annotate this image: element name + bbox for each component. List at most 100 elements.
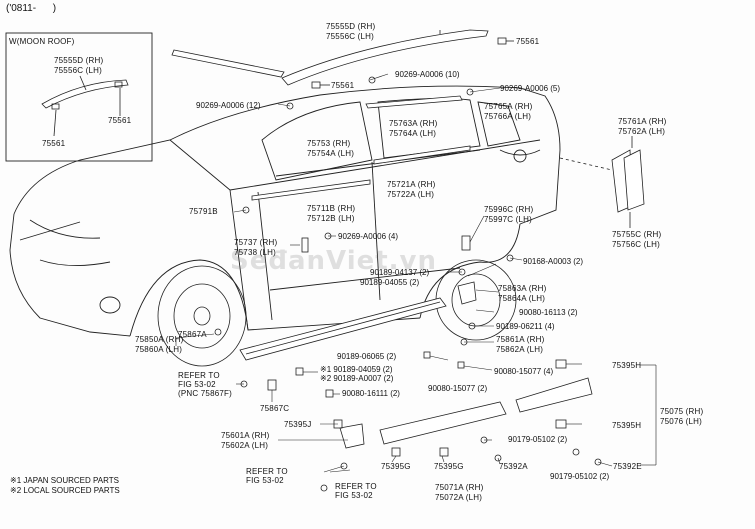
label-75072a: 75072A (LH) [435,493,483,502]
car-body [9,85,561,337]
label-90269-10: 90269-A0006 (10) [395,70,460,79]
screw [594,458,602,466]
rocker-edge [245,301,441,355]
roof-molding [281,29,489,86]
inset-clip-b [51,103,60,110]
label-75867a: 75867A [178,330,207,339]
leader [559,157,613,171]
clip-75395g-a [391,447,401,457]
label-75762a: 75762A (LH) [618,127,666,136]
label-90189-04137: 90189-04137 (2) [370,268,430,277]
header-code: ('0811- ) [6,3,57,14]
mudguard-75601a [339,423,365,449]
clip [423,351,431,359]
clip-75395h [555,359,567,369]
inset-label-75561a: 75561 [108,116,132,125]
label-75763a: 75763A (RH) [389,119,438,128]
leader [53,109,57,137]
rocker-panel-75075 [515,377,593,413]
footnote-japan: ※1 JAPAN SOURCED PARTS [10,476,119,485]
label-75395h-bot: 75395H [612,421,642,430]
screw [494,454,502,462]
label-75392a: 75392A [499,462,528,471]
refer1-line1: REFER TO [178,371,220,380]
label-75997c: 75997C (LH) [484,215,533,224]
leader-lines [175,73,657,473]
label-90269-5: 90269-A0006 (5) [500,84,561,93]
label-note1-90189-04059: ※1 90189-04059 (2) [320,365,393,374]
label-75862a: 75862A (LH) [496,345,544,354]
inset-label-75561b: 75561 [42,139,66,148]
clip-90269-12 [286,102,294,110]
inset-label-75556c: 75556C (LH) [54,66,103,75]
label-75761a: 75761A (RH) [618,117,667,126]
clip-75561-top [497,37,507,45]
label-note2-90189-a0007: ※2 90189-A0007 (2) [320,374,394,383]
label-75602a: 75602A (LH) [221,441,269,450]
roof-rail-front [171,49,285,78]
clip-75395g-b [439,447,449,457]
label-75071a: 75071A (RH) [435,483,484,492]
rocker-molding [239,297,447,361]
label-75712b: 75712B (LH) [307,214,355,223]
label-75753: 75753 (RH) [307,139,351,148]
label-75721a: 75721A (RH) [387,180,436,189]
label-75556c: 75556C (LH) [326,32,375,41]
refer3-line1: REFER TO [335,482,377,491]
label-75756c: 75756C (LH) [612,240,661,249]
label-75395j: 75395J [284,420,312,429]
clip-75867c [267,379,277,391]
inset-label-75555d: 75555D (RH) [54,56,104,65]
label-75996c: 75996C (RH) [484,205,534,214]
belt-molding-front [251,179,371,201]
screw [572,448,580,456]
inset-clip-a [114,81,123,88]
label-75860a: 75860A (LH) [135,345,183,354]
leader [79,75,87,91]
label-90179-05102b: 90179-05102 (2) [550,472,610,481]
label-75861a: 75861A (RH) [496,335,545,344]
label-75867c: 75867C [260,404,290,413]
label-90189-06211: 90189-06211 (4) [496,322,555,331]
label-75555d: 75555D (RH) [326,22,376,31]
label-75738: 75738 (LH) [234,248,277,257]
label-90189-06065: 90189-06065 (2) [337,352,397,361]
label-75764a: 75764A (LH) [389,129,437,138]
refer2-line1: REFER TO [246,467,288,476]
label-75864a: 75864A (LH) [498,294,546,303]
label-75737: 75737 (RH) [234,238,278,247]
label-75754a: 75754A (LH) [307,149,355,158]
label-90179-05102a: 90179-05102 (2) [508,435,568,444]
clip-75791b [242,206,250,214]
clip [295,367,304,376]
pillar-garnish-b [623,149,645,211]
label-90269-4: 90269-A0006 (4) [338,232,399,241]
label-75791b: 75791B [189,207,218,216]
clip-75395h-b [555,419,567,429]
refer3-line2: FIG 53-02 [335,491,373,500]
label-90080-16111: 90080-16111 (2) [342,389,400,398]
label-75395g-a: 75395G [381,462,411,471]
label-90080-15077a: 90080-15077 (4) [494,367,554,376]
refer1-line3: (PNC 75867F) [178,389,232,398]
inset-roof-molding [41,79,129,109]
label-75075: 75075 (RH) [660,407,704,416]
label-75601a: 75601A (RH) [221,431,270,440]
inset-title: W(MOON ROOF) [9,37,75,46]
refer2-line2: FIG 53-02 [246,476,284,485]
label-75850a: 75850A (RH) [135,335,184,344]
label-75392e: 75392E [613,462,642,471]
clip-75867a [214,328,222,336]
bracket-75863a [457,281,477,305]
rocker-panel-75071a [379,401,507,445]
label-90269-12: 90269-A0006 (12) [196,101,261,110]
label-90168: 90168-A0003 (2) [523,257,584,266]
clip-75996c [461,235,471,251]
belt-molding-rear [373,145,471,165]
clip-75561-mid [311,81,321,89]
screw [340,462,348,470]
clip [457,361,465,369]
front-wheel [157,265,247,367]
